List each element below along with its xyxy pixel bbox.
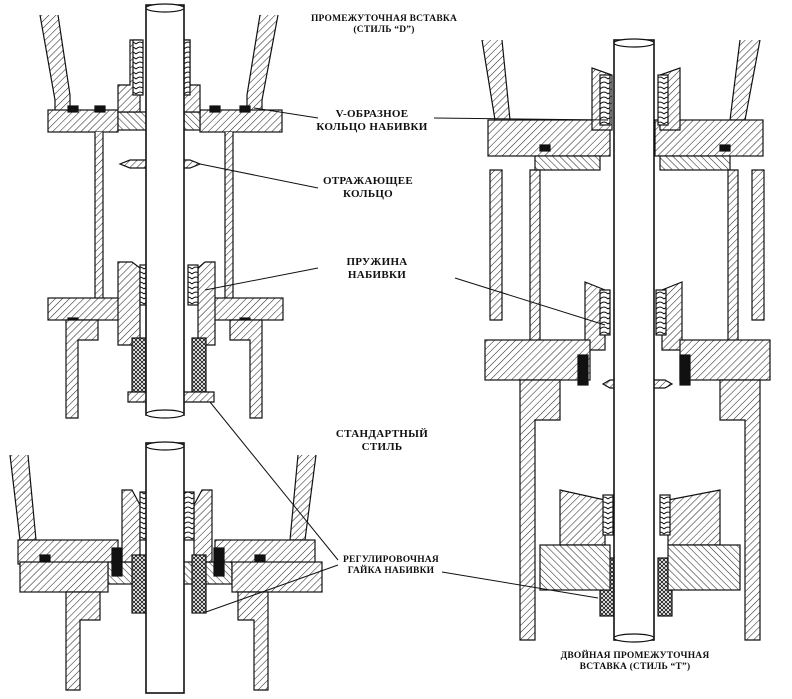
label-packing-nut-line1: РЕГУЛИРОВОЧНАЯ (343, 555, 439, 565)
label-standard: СТАНДАРТНЫЙ СТИЛЬ (322, 428, 442, 453)
label-spring-line1: ПРУЖИНА (346, 256, 408, 268)
label-spring-line2: НАБИВКИ (347, 268, 407, 281)
label-lantern-ring-line1: ОТРАЖАЮЩЕЕ (322, 175, 414, 187)
leader-nut-lower (205, 564, 339, 613)
leader-lantern-ring (199, 163, 319, 189)
label-spool-t-line1: ДВОЙНАЯ ПРОМЕЖУТОЧНАЯ (560, 651, 710, 661)
label-spool-t: ДВОЙНАЯ ПРОМЕЖУТОЧНАЯ ВСТАВКА (СТИЛЬ “T”… (540, 651, 730, 673)
label-v-ring-line2: КОЛЬЦО НАБИВКИ (316, 120, 428, 133)
label-v-ring-line1: V-ОБРАЗНОЕ (335, 108, 409, 120)
spool-d-section (39, 3, 284, 419)
leader-nut-upper (209, 401, 339, 561)
label-spool-t-line2: ВСТАВКА (СТИЛЬ “T”) (579, 661, 691, 672)
label-spring: ПРУЖИНА НАБИВКИ (322, 256, 432, 281)
leader-v-ring-right (433, 117, 609, 121)
leader-v-ring-left (253, 107, 319, 119)
label-standard-line2: СТИЛЬ (361, 440, 403, 453)
label-packing-nut: РЕГУЛИРОВОЧНАЯ ГАЙКА НАБИВКИ (336, 555, 446, 577)
standard-style-section (9, 441, 323, 694)
label-standard-line1: СТАНДАРТНЫЙ (335, 428, 429, 440)
label-lantern-ring-line2: КОЛЬЦО (343, 187, 393, 200)
leader-spring-right (454, 277, 606, 326)
label-lantern-ring: ОТРАЖАЮЩЕЕ КОЛЬЦО (312, 175, 424, 200)
leader-nut-right (441, 571, 599, 599)
label-packing-nut-line2: ГАЙКА НАБИВКИ (347, 565, 435, 576)
label-spool-d: ПРОМЕЖУТОЧНАЯ ВСТАВКА (СТИЛЬ “D”) (300, 14, 468, 36)
label-spool-d-line1: ПРОМЕЖУТОЧНАЯ ВСТАВКА (310, 14, 458, 24)
spool-t-section (481, 38, 771, 643)
leader-spring-left (204, 267, 319, 291)
label-spool-d-line2: (СТИЛЬ “D”) (353, 24, 415, 35)
leader-lines (199, 107, 609, 613)
label-v-ring: V-ОБРАЗНОЕ КОЛЬЦО НАБИВКИ (312, 108, 432, 133)
